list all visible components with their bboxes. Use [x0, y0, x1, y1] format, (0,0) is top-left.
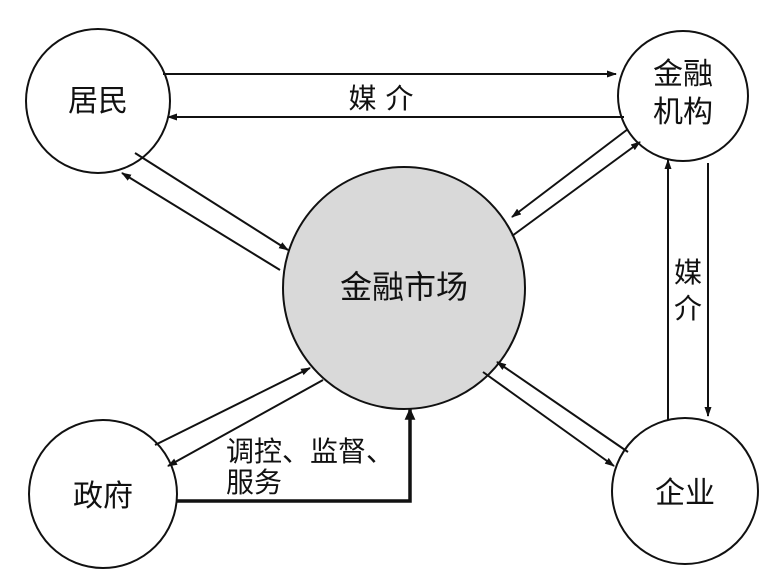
financial-institution-node: [617, 30, 749, 162]
enterprise-node: [611, 417, 759, 565]
regulation-label-line2: 服务: [226, 466, 282, 499]
financial-market-label: 金融市场: [340, 268, 468, 306]
financial-institution-label-line1: 金融: [653, 57, 713, 92]
arrow-government-to-market: [154, 367, 311, 446]
residents-node: [25, 28, 171, 174]
enterprise-label: 企业: [655, 476, 715, 511]
arrow-market-to-enterprise: [482, 371, 615, 467]
arrow-government-regulation: [176, 407, 416, 503]
government-node: [28, 419, 178, 569]
residents-label: 居民: [68, 84, 128, 119]
medium-label-right-char2: 介: [674, 292, 702, 325]
medium-label-right-char1: 媒: [674, 256, 702, 289]
medium-label-top: 媒 介: [349, 82, 414, 115]
government-label: 政府: [73, 479, 133, 514]
arrow-market-to-residents: [121, 172, 281, 271]
arrow-market-to-institution: [511, 141, 641, 237]
arrow-market-to-government: [167, 379, 324, 467]
arrow-institution-to-market: [511, 128, 629, 218]
arrow-enterprise-to-market: [496, 361, 629, 453]
regulation-label-line1: 调控、监督、: [226, 435, 394, 468]
financial-market-node: [282, 166, 526, 410]
financial-institution-label-line2: 机构: [653, 95, 713, 130]
arrow-residents-to-market: [134, 152, 289, 251]
